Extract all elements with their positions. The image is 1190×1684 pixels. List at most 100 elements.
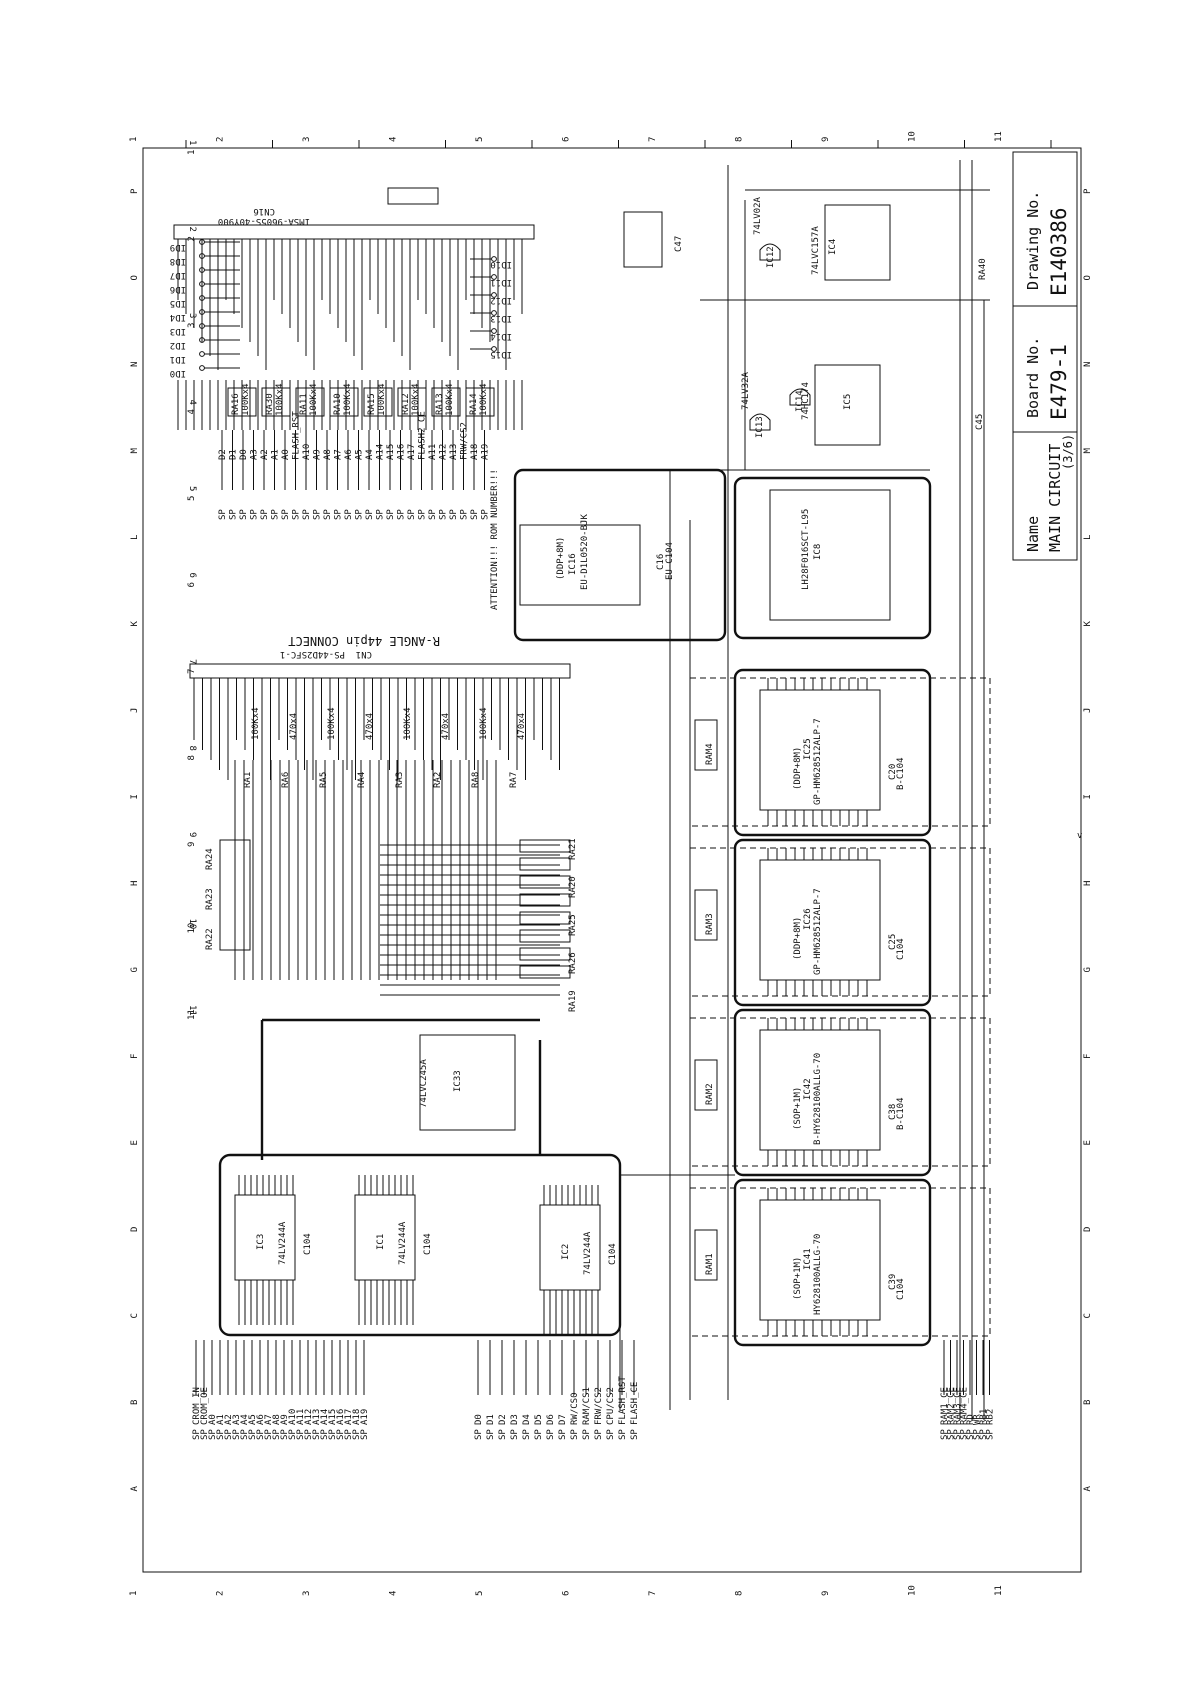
zone-col-top-label-1: 1: [187, 140, 197, 145]
mid-ra-RA7: RA7: [509, 772, 519, 788]
bm-sp-7: SP: [558, 1429, 568, 1440]
bm-sp-1: SP: [486, 1429, 496, 1440]
br-RD: RD: [966, 1414, 976, 1425]
right-ra-RA20: RA20: [568, 876, 578, 898]
cn16-id-ID11: ID11: [490, 277, 512, 287]
top-sig-A17: A17: [407, 444, 417, 460]
zone-row-left-A: A: [130, 1486, 140, 1492]
left-ra-RA22: RA22: [205, 928, 215, 950]
zone-bottom-5: 5: [475, 1591, 485, 1596]
top-sig-FRW/CS2: FRW/CS2: [460, 422, 470, 460]
bl-sp-12: SP: [288, 1429, 298, 1440]
zone-top-7: 7: [648, 137, 658, 142]
bl-sp-11: SP: [280, 1429, 290, 1440]
top-sig-A7: A7: [334, 449, 344, 460]
board-no: E479-1: [1047, 344, 1071, 420]
top-sig-sp-25: SP: [481, 509, 491, 520]
bl-sp-17: SP: [328, 1429, 338, 1440]
cn1-part: PS-44D2SFC-1: [280, 649, 345, 659]
mid-ra-val-RA1: 100Kx4: [251, 707, 261, 740]
buffer-part-IC3: 74LV244A: [278, 1221, 288, 1265]
cn16-id-ID2: ID2: [170, 340, 186, 350]
zone-bottom-4: 4: [389, 1591, 399, 1596]
bl-sp-9: SP: [264, 1429, 274, 1440]
zone-bottom-11: 11: [994, 1585, 1004, 1596]
zone-bottom-7: 7: [648, 1591, 658, 1596]
zone-row-left-D: D: [130, 1227, 140, 1232]
top-sig-A9: A9: [313, 449, 323, 460]
zone-row-right-O: O: [1083, 275, 1093, 280]
ram-ic-IC26: IC26: [803, 908, 813, 930]
bm-CPU/CS2: CPU/CS2: [606, 1387, 616, 1425]
bl-sp-20: SP: [352, 1429, 362, 1440]
bm-sp-5: SP: [534, 1429, 544, 1440]
buffer-part-IC2: 74LV244A: [583, 1231, 593, 1275]
top-sig-A0: A0: [281, 449, 291, 460]
bm-sp-2: SP: [498, 1429, 508, 1440]
ram-capval-IC25: B-C104: [896, 757, 906, 790]
bl-A6: A6: [256, 1414, 266, 1425]
bm-D1: D1: [486, 1414, 496, 1425]
zone-row-right-F: F: [1083, 1054, 1093, 1059]
side-note: v: [1077, 831, 1082, 841]
bottom-mid-signals: D0SPD1SPD2SPD3SPD4SPD5SPD6SPD7SPRW/CS0SP…: [474, 1340, 640, 1440]
top-sig-sp-3: SP: [250, 509, 260, 520]
zone-top-11: 11: [994, 131, 1004, 142]
zone-row-left-K: K: [130, 621, 140, 627]
bl-sp-16: SP: [320, 1429, 330, 1440]
zone-row-right-A: A: [1083, 1486, 1093, 1492]
br-sp-3: SP: [960, 1429, 970, 1440]
zone-bottom-9: 9: [821, 1591, 831, 1596]
name-label: Name: [1024, 516, 1042, 552]
connector-cn16: CN16 IMSA-9605S-40Y900: [173, 187, 535, 240]
bl-sp-15: SP: [312, 1429, 322, 1440]
ic16-part: EU-D1L0520-BJK: [580, 514, 590, 590]
top-sig-sp-11: SP: [334, 509, 344, 520]
bl-A17: A17: [344, 1409, 354, 1425]
top-sig-sp-2: SP: [239, 509, 249, 520]
zone-row-left-J: J: [130, 708, 140, 713]
top-ra-val-RA16: 100Kx4: [241, 383, 251, 416]
ram-outline-RAM3: [733, 838, 932, 1007]
bl-sp-14: SP: [304, 1429, 314, 1440]
top-sig-A3: A3: [250, 449, 260, 460]
bm-sp-6: SP: [546, 1429, 556, 1440]
zone-row-left-P: P: [130, 188, 140, 194]
top-ra-RA30: RA30: [265, 393, 275, 415]
zone-bottom-1: 1: [129, 1591, 139, 1596]
br-RAM2_CE: RAM2_CE: [947, 1387, 957, 1425]
top-sig-sp-9: SP: [313, 509, 323, 520]
mid-ra-val-RA5: 100Kx4: [327, 707, 337, 740]
zone-row-right-H: H: [1083, 881, 1093, 886]
bl-sp-4: SP: [224, 1429, 234, 1440]
ic12-ref: IC12: [766, 246, 776, 268]
cn16-id-ID5: ID5: [170, 298, 186, 308]
top-sig-sp-17: SP: [397, 509, 407, 520]
drawing-no-label: Drawing No.: [1024, 191, 1042, 290]
mid-ra-RA2: RA2: [433, 772, 443, 788]
zone-col-top-label-5: 5: [187, 486, 197, 491]
ic16-ref: IC16: [568, 553, 578, 575]
bm-FRW/CS2: FRW/CS2: [594, 1387, 604, 1425]
bm-sp-3: SP: [510, 1429, 520, 1440]
buffer-cap-IC2: C104: [608, 1243, 618, 1265]
zone-col-top-1: 1: [187, 150, 197, 155]
right-ra-RA19: RA19: [568, 990, 578, 1012]
top-sig-A1: A1: [271, 449, 281, 460]
title-block: Drawing No. E140386 Board No. E479-1 Nam…: [1012, 151, 1078, 561]
bl-A0: A0: [208, 1414, 218, 1425]
bottom-right-signals: RAM1_CESPRAM2_CESPRAM3_CESPRAM4_CESPRDSP…: [940, 1340, 996, 1440]
gate-part: 74LV02A: [753, 196, 763, 235]
br-sp-7: SP: [986, 1429, 996, 1440]
bm-D5: D5: [534, 1414, 544, 1425]
zone-col-top-label-2: 2: [187, 227, 197, 232]
ram-ic-IC42: IC42: [803, 1078, 813, 1100]
top-sig-sp-5: SP: [271, 509, 281, 520]
left-ra-RA23: RA23: [205, 888, 215, 910]
zone-row-left-B: B: [130, 1400, 140, 1405]
ram-part-IC41: HY628100ALLG-70: [813, 1234, 823, 1315]
ic13-ref: IC13: [755, 416, 765, 438]
